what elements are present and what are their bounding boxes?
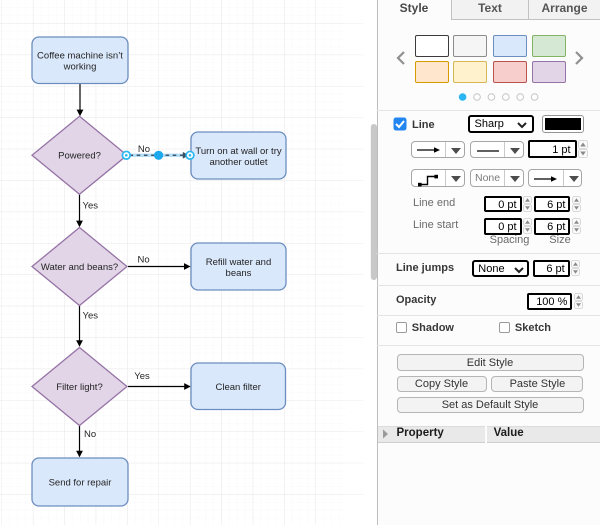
svg-text:No: No [84,429,96,440]
svg-text:Yes: Yes [134,371,150,382]
svg-text:Clean filter: Clean filter [215,382,260,393]
svg-text:Yes: Yes [83,201,99,212]
svg-text:Turn on at wall or try: Turn on at wall or try [195,146,281,157]
svg-text:Powered?: Powered? [58,151,101,162]
svg-text:Coffee machine isn’t: Coffee machine isn’t [37,50,123,61]
svg-text:beans: beans [226,268,252,279]
svg-text:working: working [63,61,97,72]
svg-text:Yes: Yes [83,311,99,322]
svg-text:Refill water and: Refill water and [206,257,271,268]
svg-text:another outlet: another outlet [209,157,267,168]
svg-text:Send for repair: Send for repair [49,478,112,489]
svg-text:No: No [138,254,150,265]
svg-text:Filter light?: Filter light? [56,382,102,393]
svg-text:Water and beans?: Water and beans? [41,262,118,273]
svg-text:No: No [138,144,150,155]
